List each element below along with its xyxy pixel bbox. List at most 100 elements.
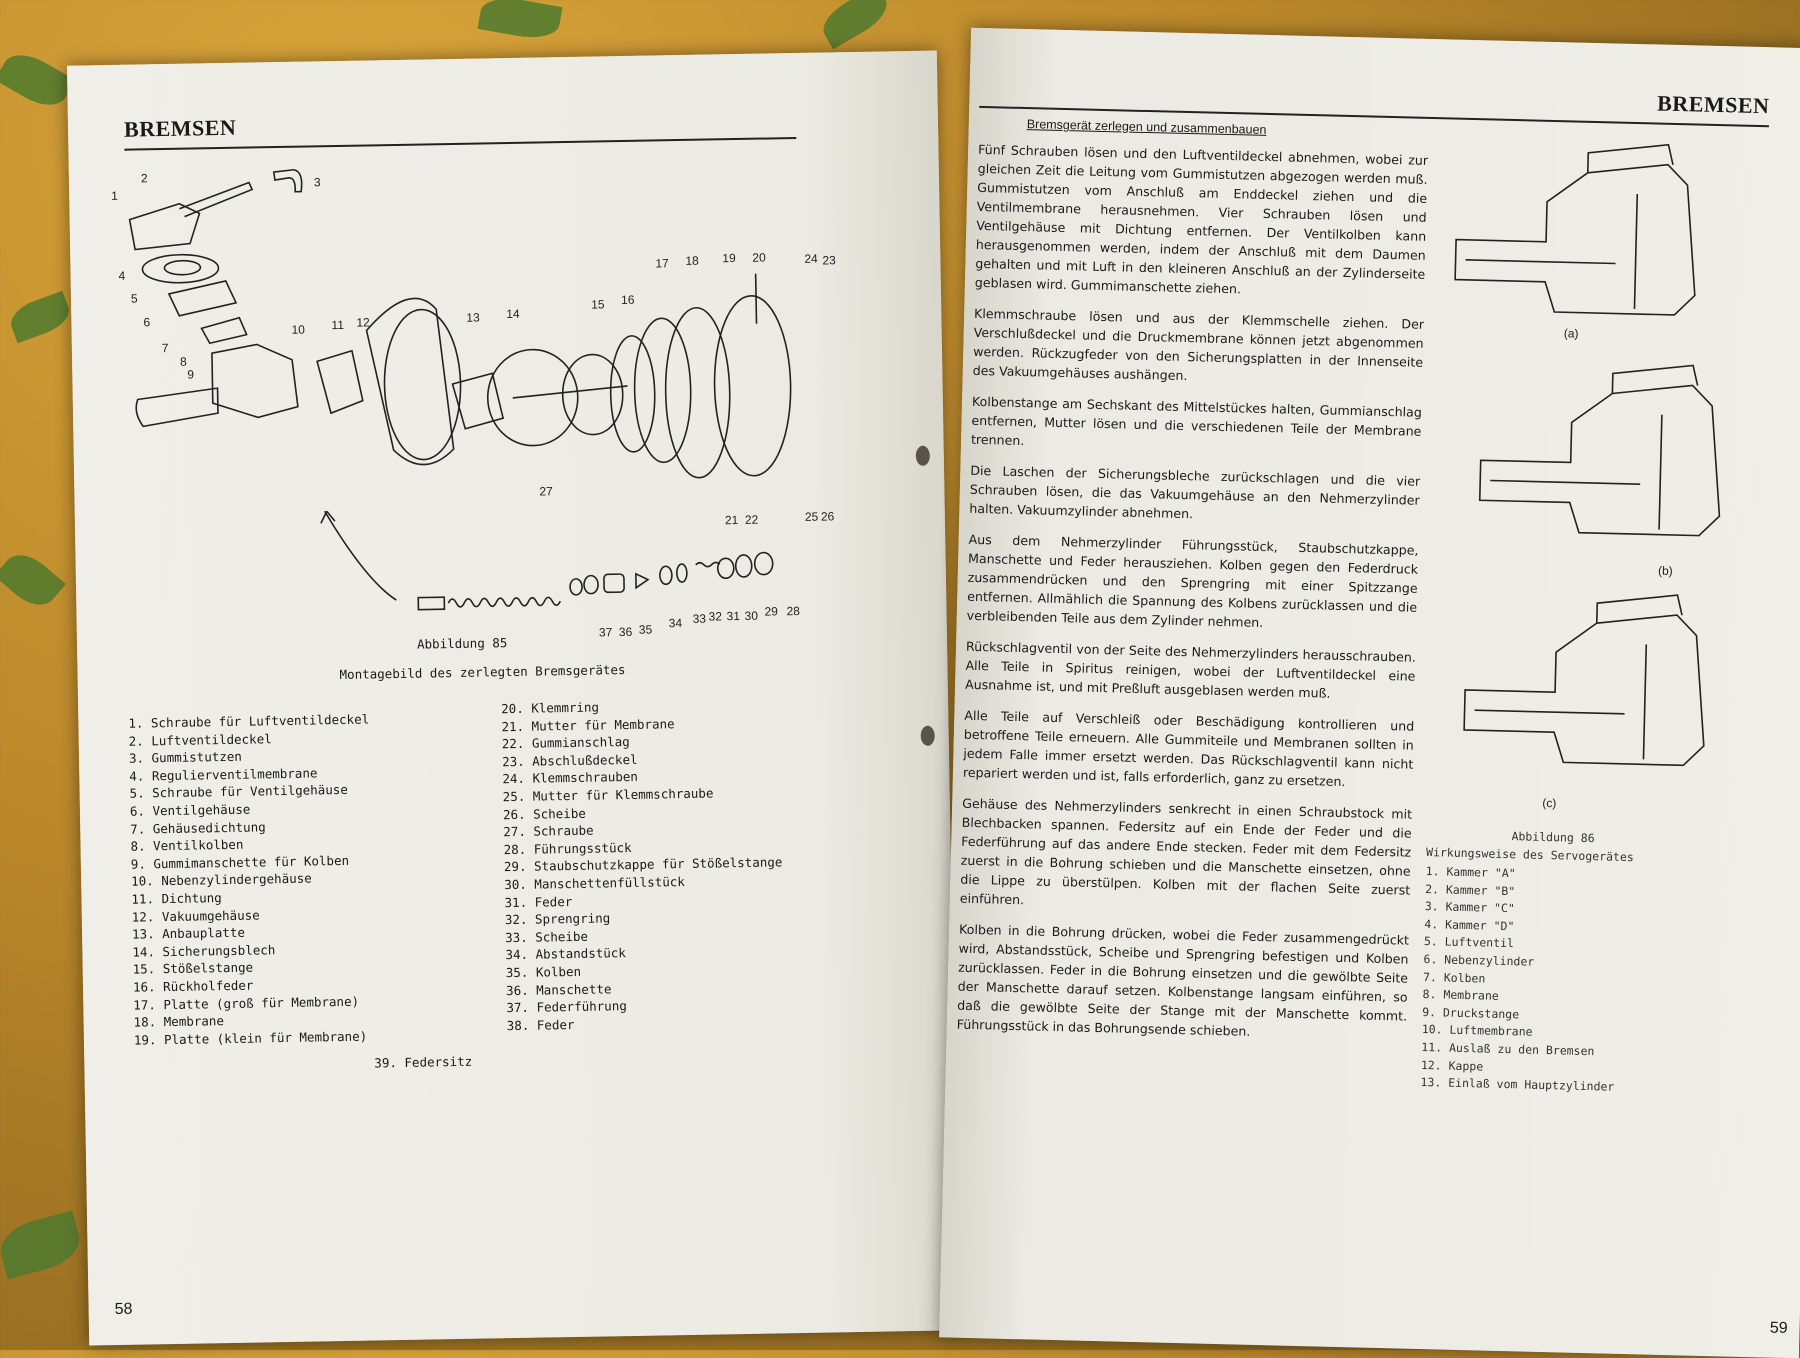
chapter-heading: BREMSEN [123,114,237,142]
callout-number: 16 [621,293,635,307]
callout-number: 5 [131,291,138,305]
page-number-left: 58 [114,1300,133,1319]
callout-number: 20 [752,251,766,265]
callout-number: 25 [805,510,819,524]
callout-number: 21 [725,513,739,527]
callout-number: 7 [162,341,169,355]
page-number-right: 59 [1769,1319,1788,1338]
callout-number: 17 [655,256,669,270]
spring-seat [417,596,446,611]
instruction-text: Fünf Schrauben lösen und den Luftventild… [956,140,1429,1057]
callout-number: 28 [786,604,800,618]
retaining-ring [486,348,579,447]
background-leaf [5,290,75,344]
instruction-paragraph: Klemmschraube lösen und aus der Klemmsch… [972,305,1425,384]
callout-number: 24 [804,252,818,266]
instruction-paragraph: Fünf Schrauben lösen und den Luftventild… [974,141,1429,297]
diaphragm-plate-large [609,335,656,453]
callout-number: 13 [466,311,480,325]
callout-number: 6 [143,315,150,329]
housing-seal [200,316,248,345]
callout-number: 19 [722,251,736,265]
callout-number: 15 [591,297,605,311]
instruction-paragraph: Kolbenstange am Sechskant des Mittelstüc… [970,393,1423,449]
seal-plate [316,349,364,415]
instruction-paragraph: Kolben in die Bohrung drücken, wobei die… [956,921,1410,1039]
callout-number: 2 [141,171,148,185]
background-leaf [816,0,894,50]
instruction-paragraph: Alle Teile auf Verschleiß oder Beschädig… [962,707,1415,790]
background-leaf [477,0,563,43]
spring [447,596,562,608]
callout-number: 26 [821,509,835,523]
valve-cover-pipe [179,181,254,218]
callout-number: 32 [708,609,722,623]
callout-number: 18 [685,254,699,268]
callout-number: 29 [764,604,778,618]
background-leaf [0,545,66,615]
servo-diagram-b [1478,364,1721,537]
air-valve-cover [128,202,201,251]
valve-housing-gasket [167,280,238,317]
spring-guide [569,578,583,596]
callout-number: 34 [669,616,683,630]
callout-number: 23 [822,253,836,267]
washer [659,565,673,586]
piston [603,573,625,594]
vacuum-housing [365,297,455,466]
callout-number: 8 [180,355,187,369]
callout-number: 12 [356,315,370,329]
return-spring [561,353,624,436]
diaphragm [633,317,692,464]
callout-number: 11 [331,318,344,332]
rubber-spout [272,168,303,193]
guide-piece [753,551,774,576]
cylinder-barrel [135,387,219,428]
servo-diagram-c [1463,594,1705,767]
callout-number: 4 [118,269,125,283]
clamp-ring [664,306,731,479]
figure-label: Abbildung 86 [1511,829,1595,846]
callout-number: 35 [639,623,653,637]
servo-diagrams: (a) (b) (c) [1454,143,1721,810]
legend-item-last: 39. Federsitz [374,1053,473,1071]
right-page: BREMSEN Bremsgerät zerlegen und zusammen… [939,27,1800,1358]
small-spring [695,561,721,568]
instruction-paragraph: Rückschlagventil von der Seite des Nehme… [964,638,1417,701]
callout-number: 27 [539,484,553,498]
dust-cap [734,554,753,578]
clamp-screw [754,273,758,324]
slave-cylinder-housing [211,343,299,419]
callout-number: 30 [744,609,758,623]
instruction-paragraph: Die Laschen der Sicherungsbleche zurücks… [969,462,1421,522]
binding-hole [920,725,935,746]
regulator-membrane [141,253,220,284]
binding-hole [915,445,931,466]
servo-legend-list: 1. Kammer "A"2. Kammer "B"3. Kammer "C"4… [1420,863,1619,1096]
circlip [676,563,688,583]
callout-number: 10 [291,323,305,337]
chapter-heading: BREMSEN [1656,90,1770,119]
assembly-arrow [324,510,397,601]
spacer [635,572,650,590]
instruction-paragraph: Gehäuse des Nehmerzylinders senkrecht in… [959,795,1413,908]
callout-number: 33 [693,612,707,626]
mounting-plate [451,372,505,430]
end-cover [713,294,792,477]
diagram-label-b: (b) [1658,564,1673,578]
callout-number: 38 [529,636,543,645]
instruction-paragraph: Aus dem Nehmerzylinder Führungsstück, St… [966,531,1419,631]
push-rod [512,385,628,399]
callout-number: 36 [619,625,633,639]
diagram-label-a: (a) [1564,326,1579,340]
cup-seal [583,574,599,595]
callout-number: 1 [111,189,118,203]
callout-number: 31 [726,609,740,623]
diagram-label-c: (c) [1542,796,1556,810]
left-page: BREMSEN [66,50,960,1346]
legend-item: 19. Platte (klein für Membrane) [133,1028,368,1048]
